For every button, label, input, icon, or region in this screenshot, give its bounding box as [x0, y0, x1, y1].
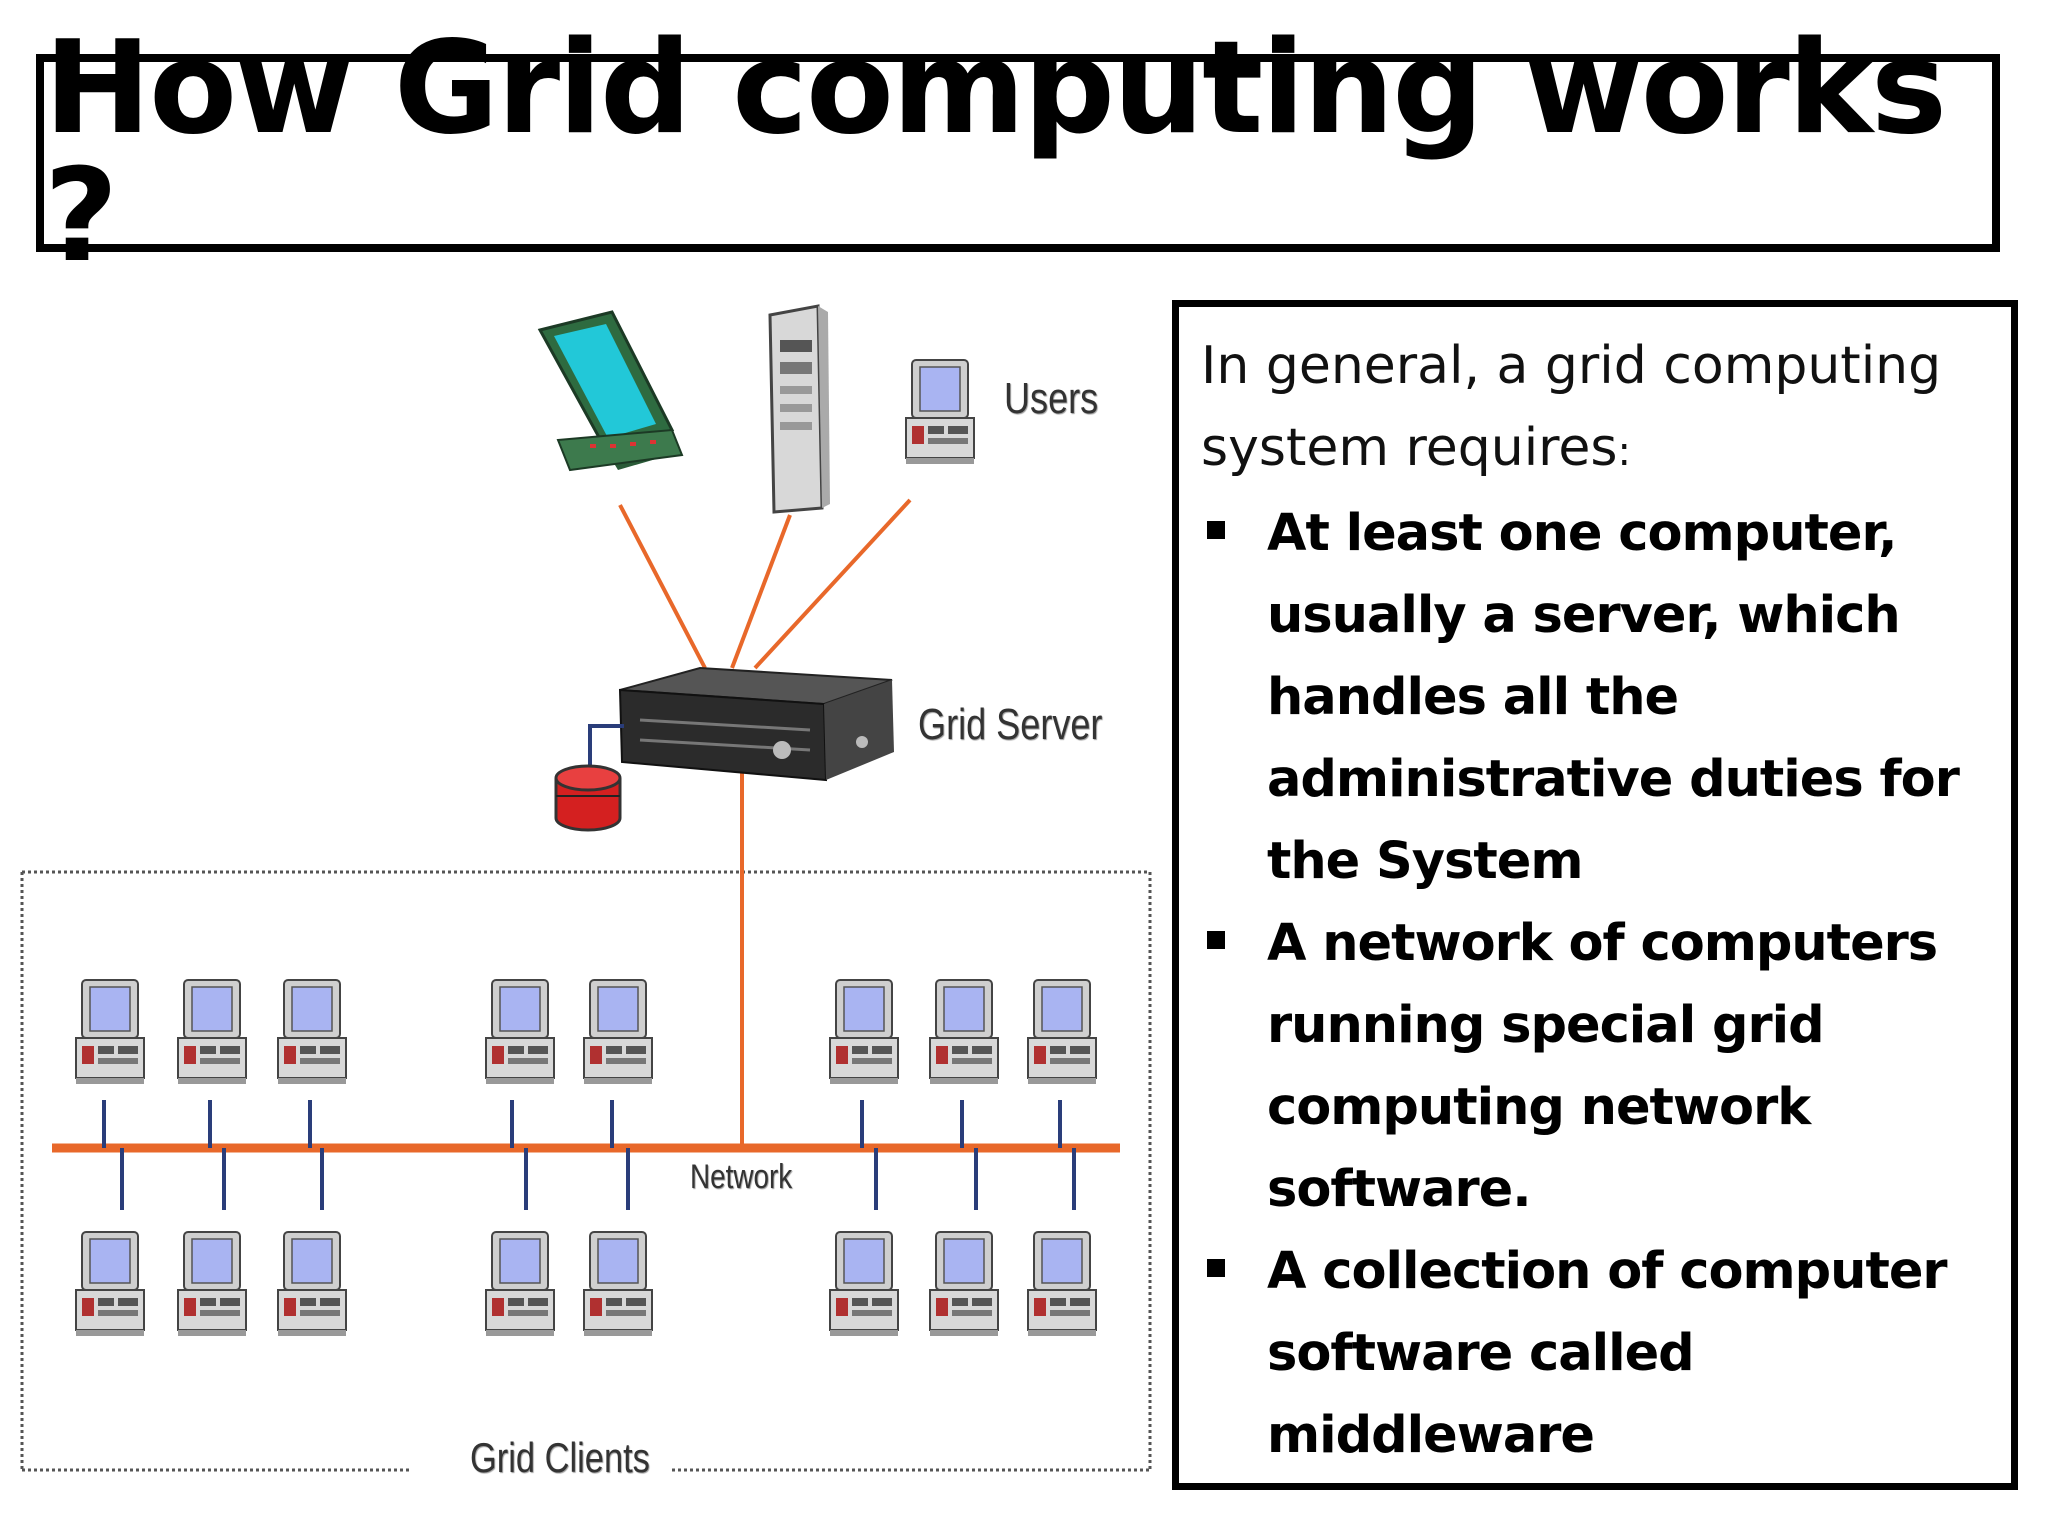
intro-line-2: system requires [1201, 418, 1618, 478]
requirement-item: At least one computer, usually a server,… [1201, 493, 2001, 903]
grid-server-label: Grid Server [918, 700, 1103, 749]
title-frame: How Grid computing works ? [36, 25, 2000, 281]
square-bullet-icon [1207, 1259, 1225, 1277]
intro-text: In general, a grid computing system requ… [1201, 325, 2001, 493]
database-icon [554, 724, 624, 832]
grid-diagram: Users Grid Server Network Grid Clients [0, 290, 1170, 1536]
requirements-list: At least one computer, usually a server,… [1201, 493, 2001, 1477]
laptop-icon [537, 310, 684, 472]
requirements-panel: In general, a grid computing system requ… [1172, 300, 2018, 1490]
grid-server-icon [618, 666, 894, 782]
requirement-item: A collection of computer software called… [1201, 1231, 2001, 1477]
requirement-item: A network of computers running special g… [1201, 903, 2001, 1231]
user-links [618, 498, 912, 670]
intro-line-1: In general, a grid computing [1201, 336, 1942, 396]
tower-server-icon [768, 304, 830, 514]
intro-colon: : [1617, 429, 1631, 475]
square-bullet-icon [1207, 931, 1225, 949]
client-drops [102, 1100, 1076, 1210]
network-label: Network [690, 1158, 793, 1196]
grid-clients-label: Grid Clients [470, 1434, 650, 1481]
slide-title: How Grid computing works ? [44, 14, 1947, 291]
grid-clients-frame [20, 870, 1152, 1472]
client-computers-bottom-row [75, 1231, 1097, 1337]
users-label: Users [1004, 374, 1099, 423]
client-computers-top-row [75, 979, 1097, 1085]
user-computer-icon [905, 359, 975, 465]
diagram-canvas [20, 304, 1152, 1472]
square-bullet-icon [1207, 521, 1225, 539]
